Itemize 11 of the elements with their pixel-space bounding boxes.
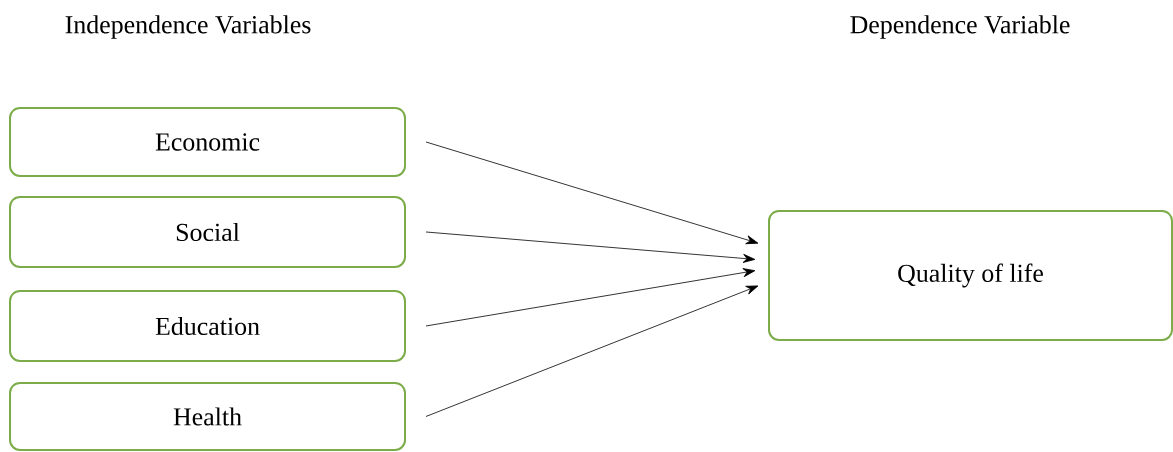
process-box: Education [9, 290, 406, 362]
arrow [425, 285, 759, 417]
arrow [425, 141, 759, 245]
process-box: Health [9, 382, 406, 451]
arrow [425, 231, 756, 263]
process-box: Economic [9, 107, 406, 177]
process-box: Social [9, 196, 406, 268]
heading: Dependence Variable [850, 15, 1070, 39]
arrow [425, 268, 756, 327]
process-box: Quality of life [768, 210, 1173, 341]
heading: Independence Variables [65, 15, 311, 39]
